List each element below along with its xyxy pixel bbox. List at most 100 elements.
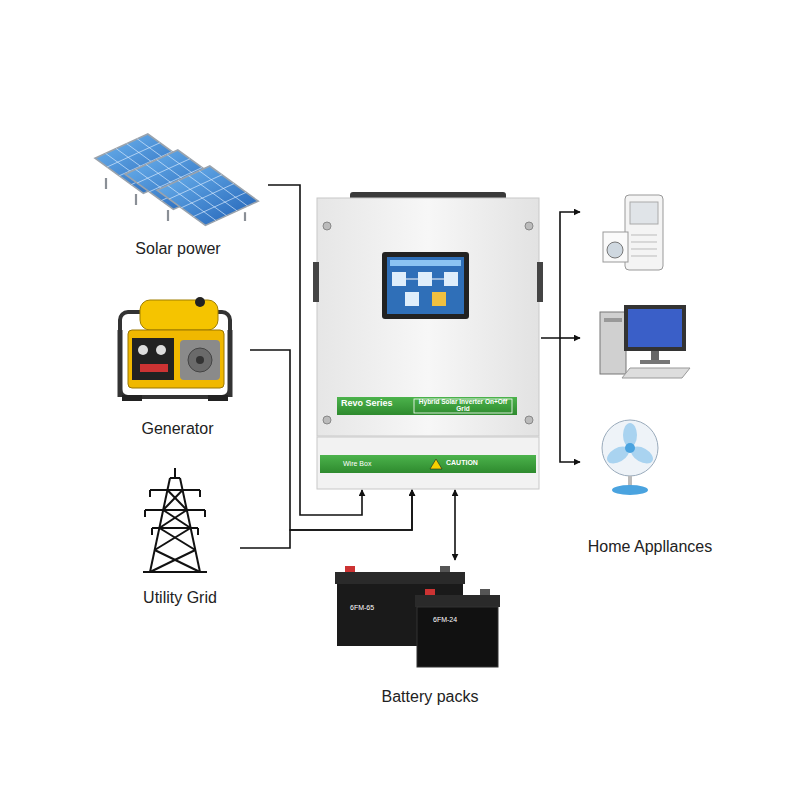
battery-icons-part (335, 572, 465, 584)
node-label: Revo Series (341, 398, 417, 408)
node-label: Home Appllances (580, 538, 720, 556)
wire-box-node: Wire BoxCAUTION (315, 437, 541, 490)
transmission-tower-part (204, 510, 206, 517)
transmission-tower-part (155, 550, 200, 572)
inverter-housing-part (430, 459, 442, 469)
power-connector (240, 490, 412, 548)
transmission-tower-part (143, 571, 207, 573)
generator-icon-part (140, 300, 218, 330)
power-connector (250, 350, 412, 530)
node-label: Generator (105, 420, 250, 438)
inverter-housing-part (537, 262, 543, 302)
battery-node: Battery packs (330, 560, 530, 708)
battery-model: 6FM-65 (350, 604, 374, 612)
connector-line (454, 490, 456, 560)
appliance-icons-part (631, 235, 657, 236)
appliance-icons-part (604, 318, 622, 322)
battery-icons (335, 566, 500, 667)
generator-icon-part (128, 330, 224, 388)
transmission-tower-part (150, 478, 170, 572)
solar-panels (95, 134, 258, 225)
inverter-housing-part (432, 279, 444, 280)
generator-icon-part (188, 348, 212, 372)
generator-icon-part (138, 345, 148, 355)
transmission-tower-part (150, 550, 195, 572)
transmission-tower-part (151, 528, 153, 535)
appliance-icons-part (640, 360, 670, 364)
inverter-housing-part (392, 272, 406, 286)
generator-icon-part (196, 356, 204, 364)
appliance-icons-part (628, 309, 682, 347)
inverter-housing (313, 192, 543, 489)
battery-icons-part (415, 595, 500, 607)
inverter-housing-part (320, 455, 536, 473)
node-label: Hybrid Solar Inverter On+Off Grid (417, 398, 509, 413)
inverter-housing-part (525, 222, 533, 230)
inverter-housing-part (313, 262, 319, 302)
power-connector (455, 490, 456, 560)
node-label: Battery packs (330, 688, 530, 706)
appliance-icons-part (625, 443, 635, 453)
appliances-node: Home Appllances (580, 190, 720, 560)
transmission-tower-part (144, 510, 146, 517)
battery-icons-part (440, 566, 450, 572)
transmission-tower-part (150, 489, 200, 491)
inverter-housing-part (382, 252, 469, 319)
inverter-housing-part (525, 416, 533, 424)
appliance-icons-part (631, 256, 657, 257)
transmission-tower-part (163, 490, 182, 510)
generator-icon-part (132, 338, 174, 380)
inverter-housing-part (387, 257, 464, 314)
generator-icon-part (118, 330, 123, 397)
connector-line (560, 337, 580, 339)
transmission-tower-part (197, 528, 199, 535)
inverter-node: Revo SeriesHybrid Solar Inverter On+Off … (315, 192, 541, 490)
generator-icon-part (228, 330, 233, 397)
connector-line (560, 338, 580, 462)
battery-model: 6FM-24 (433, 616, 457, 624)
connector-line (541, 212, 580, 338)
node-label: Utility Grid (120, 589, 240, 607)
inverter-housing-part (444, 272, 458, 286)
solar-node: Solar power (88, 128, 268, 260)
appliance-icons-part (602, 420, 658, 476)
appliance-icons-part (607, 242, 623, 258)
inverter-housing-part (323, 416, 331, 424)
transmission-tower-part (159, 528, 195, 550)
inverter-housing-part (414, 399, 512, 413)
appliance-icons-part (651, 351, 659, 361)
power-connector (541, 212, 580, 462)
transmission-tower-part (149, 490, 151, 497)
battery-icons-part (345, 566, 355, 572)
generator-node: Generator (105, 290, 250, 440)
inverter-housing-part (390, 260, 461, 266)
generator-icon-part (122, 395, 142, 401)
transmission-tower (143, 468, 207, 572)
transmission-tower-part (152, 527, 198, 529)
transmission-tower-part (170, 477, 180, 479)
generator-icon-part (195, 297, 205, 307)
connector-line (240, 490, 412, 548)
inverter-housing-part (432, 292, 446, 306)
appliance-icons-part (600, 312, 626, 374)
appliance-icons-part (631, 249, 657, 250)
inverter-housing-part (323, 222, 331, 230)
inverter-housing-part (418, 272, 432, 286)
transmission-tower-part (167, 490, 186, 510)
node-label: Solar power (88, 240, 268, 258)
appliance-icons-part (622, 368, 690, 378)
battery-icons-part (425, 589, 435, 595)
inverter-housing-part (317, 198, 539, 436)
transmission-tower-part (163, 510, 190, 528)
inverter-housing-part (406, 279, 418, 280)
generator-icon-part (140, 364, 168, 372)
transmission-tower-part (159, 510, 186, 528)
inverter-housing-part (317, 437, 539, 489)
node-label: Wire Box (343, 460, 403, 468)
generator-icon (120, 297, 230, 401)
generator-icon-part (208, 395, 228, 401)
connector-line (250, 350, 412, 530)
